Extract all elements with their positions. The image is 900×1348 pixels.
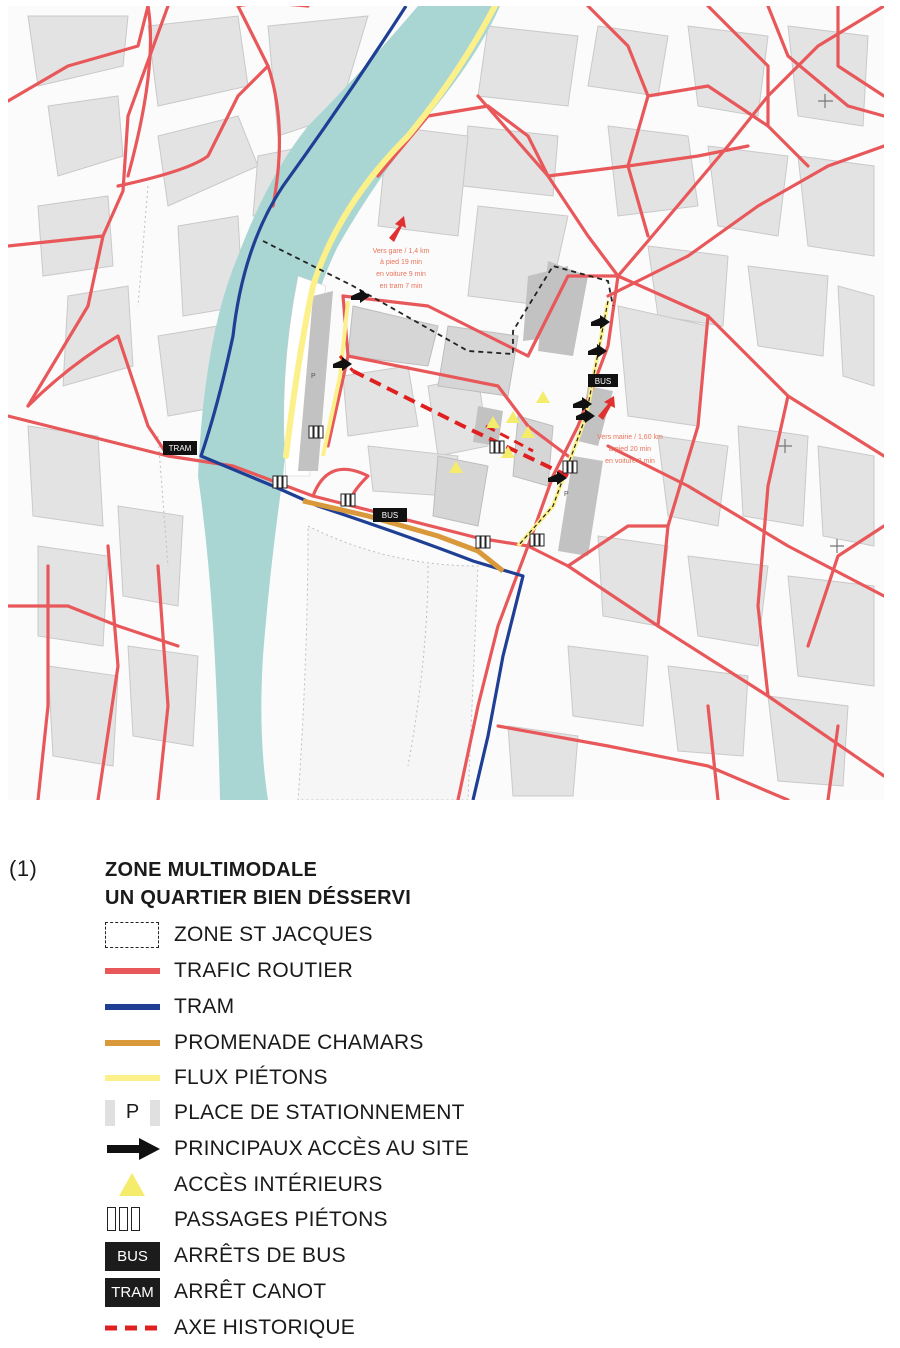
note-north-line-2: à pied 19 min — [380, 259, 422, 266]
map-canvas: P P TRAM BUS BUS Vers gare / 1,4 km à pi… — [8, 6, 884, 800]
legend-label: PASSAGES PIÉTONS — [174, 1208, 388, 1231]
parking-icon: P — [105, 1098, 161, 1128]
blue-line-icon — [105, 992, 161, 1022]
legend-label: PLACE DE STATIONNEMENT — [174, 1101, 465, 1124]
historic-axis — [352, 369, 569, 478]
black-arrow-icon — [105, 1134, 161, 1164]
bus-box-text: BUS — [105, 1242, 160, 1271]
bus-stop-marker-bottom: BUS — [373, 508, 407, 522]
pedestrian-flow-quay — [283, 6, 498, 459]
red-dashed-line-icon — [105, 1313, 161, 1343]
crosswalk-icon — [105, 1205, 161, 1235]
legend-label: ZONE ST JACQUES — [174, 923, 373, 946]
note-east: Vers mairie / 1,60 km à pied 20 min en v… — [597, 434, 663, 465]
road-network — [8, 6, 884, 800]
promenade-chamars — [302, 498, 505, 573]
map: P P TRAM BUS BUS Vers gare / 1,4 km à pi… — [8, 6, 884, 800]
dashed-box-icon — [105, 920, 161, 950]
interior-access-markers — [449, 391, 550, 473]
legend-item-acces-interieurs: ACCÈS INTÉRIEURS — [105, 1170, 605, 1200]
legend-item-arrets-bus: BUS ARRÊTS DE BUS — [105, 1241, 605, 1271]
legend-label: ARRÊTS DE BUS — [174, 1244, 346, 1267]
bus-stop-marker-top: BUS — [588, 374, 618, 387]
legend-label: AXE HISTORIQUE — [174, 1316, 355, 1339]
parking-markers: P P — [311, 373, 569, 498]
church-symbols — [778, 94, 844, 553]
tram-line — [199, 6, 525, 800]
red-line-icon — [105, 956, 161, 986]
figure-number: (1) — [9, 856, 38, 881]
note-north-line-1: Vers gare / 1,4 km — [373, 248, 430, 255]
legend-item-passages-pietons: PASSAGES PIÉTONS — [105, 1205, 605, 1235]
legend-label: PROMENADE CHAMARS — [174, 1031, 424, 1054]
bus-stop-label-top: BUS — [595, 377, 611, 386]
park-area — [297, 525, 479, 800]
legend-item-flux-pietons: FLUX PIÉTONS — [105, 1063, 605, 1093]
legend-title-line-1: ZONE MULTIMODALE — [105, 859, 318, 881]
legend-label: ACCÈS INTÉRIEURS — [174, 1173, 383, 1196]
tram-stop-marker: TRAM — [163, 441, 197, 455]
parking-blocks — [298, 261, 613, 556]
legend-label: ARRÊT CANOT — [174, 1280, 327, 1303]
legend-item-trafic-routier: TRAFIC ROUTIER — [105, 956, 605, 986]
note-north-line-3: en voiture 9 min — [376, 271, 426, 278]
legend-label: PRINCIPAUX ACCÈS AU SITE — [174, 1137, 469, 1160]
note-east-line-2: à pied 20 min — [609, 446, 651, 453]
crosswalk-markers — [272, 425, 578, 549]
pedestrian-flow-inner — [321, 300, 350, 457]
legend-label: TRAFIC ROUTIER — [174, 959, 353, 982]
tram-box-text: TRAM — [105, 1278, 160, 1307]
legend-label: FLUX PIÉTONS — [174, 1066, 328, 1089]
orange-line-icon — [105, 1028, 161, 1058]
direction-arrows — [389, 216, 615, 420]
legend-item-axe-historique: AXE HISTORIQUE — [105, 1313, 605, 1343]
note-east-line-1: Vers mairie / 1,60 km — [597, 434, 663, 441]
note-east-line-3: en voiture 8 min — [605, 458, 655, 465]
legend-item-promenade-chamars: PROMENADE CHAMARS — [105, 1028, 605, 1058]
legend-item-tram: TRAM — [105, 992, 605, 1022]
legend-item-arret-canot: TRAM ARRÊT CANOT — [105, 1277, 605, 1307]
note-north-line-4: en tram 7 min — [380, 283, 423, 290]
tram-box-icon: TRAM — [105, 1277, 161, 1307]
zone-st-jacques-outline — [262, 240, 614, 355]
legend: (1) ZONE MULTIMODALE UN QUARTIER BIEN DÉ… — [0, 850, 900, 1345]
legend-item-stationnement: P PLACE DE STATIONNEMENT — [105, 1098, 605, 1128]
note-north: Vers gare / 1,4 km à pied 19 min en voit… — [373, 248, 430, 290]
legend-item-acces-site: PRINCIPAUX ACCÈS AU SITE — [105, 1134, 605, 1164]
bus-stop-label-bottom: BUS — [382, 511, 398, 520]
legend-item-zone-st-jacques: ZONE ST JACQUES — [105, 920, 605, 950]
legend-title-line-2: UN QUARTIER BIEN DÉSSERVI — [105, 887, 412, 909]
main-access-arrows — [333, 289, 610, 485]
yellow-triangle-icon — [105, 1170, 161, 1200]
svg-text:P: P — [564, 491, 569, 498]
parking-icon-letter: P — [125, 1101, 140, 1123]
legend-label: TRAM — [174, 995, 235, 1018]
tram-stop-label: TRAM — [169, 444, 192, 453]
bus-box-icon: BUS — [105, 1241, 161, 1271]
yellow-line-icon — [105, 1063, 161, 1093]
svg-text:P: P — [311, 373, 316, 380]
